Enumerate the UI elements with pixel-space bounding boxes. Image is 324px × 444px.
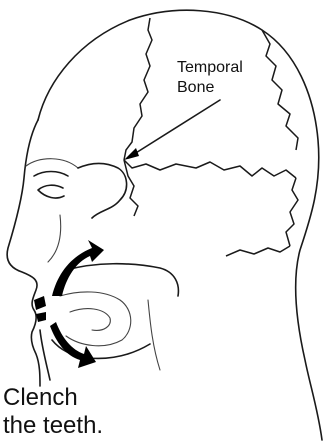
tongue-outline bbox=[60, 292, 131, 346]
coronal-suture bbox=[124, 18, 152, 160]
tongue-inner bbox=[70, 309, 110, 331]
occipital-suture bbox=[226, 246, 290, 256]
neck-front bbox=[40, 330, 50, 380]
temporal-bone-label-line1: Temporal bbox=[177, 59, 243, 77]
palate-line bbox=[66, 264, 178, 296]
eye-outline bbox=[38, 185, 64, 198]
lambdoid-suture bbox=[286, 178, 298, 246]
parietal-suture bbox=[262, 30, 298, 150]
squamosal-suture bbox=[124, 160, 296, 178]
throat-line bbox=[148, 300, 160, 370]
face-profile bbox=[7, 120, 40, 386]
label-pointer-line bbox=[131, 100, 220, 156]
zygomatic-outline bbox=[78, 164, 127, 219]
nasal-cavity bbox=[48, 215, 61, 262]
eye-lid bbox=[34, 172, 68, 177]
caption-line1: Clench bbox=[3, 384, 78, 412]
orbit-rim bbox=[26, 159, 78, 168]
temporal-bone-label-line2: Bone bbox=[177, 79, 214, 97]
caption-line2: the teeth. bbox=[3, 412, 103, 440]
